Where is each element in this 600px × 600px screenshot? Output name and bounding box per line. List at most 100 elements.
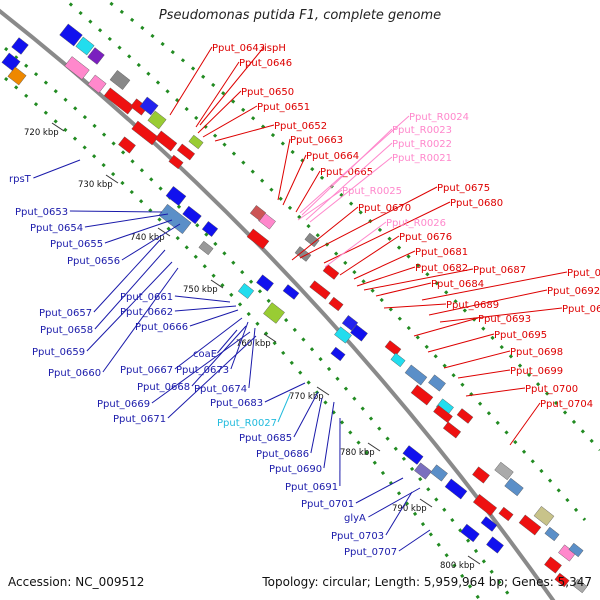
gene-label: Pput_0659 <box>32 347 85 358</box>
kbp-tick <box>367 442 381 452</box>
gene-feature <box>350 324 368 342</box>
label-callout <box>230 321 249 370</box>
gene-feature <box>328 296 344 312</box>
gene-label: Pput_0684 <box>431 279 484 290</box>
label-callout <box>84 213 169 228</box>
label-callout <box>398 529 431 552</box>
label-callout <box>413 317 479 337</box>
label-callout <box>69 210 163 213</box>
label-callout <box>291 206 359 261</box>
gene-label: Pput_0643 <box>212 43 265 54</box>
gene-label: Pput_0703 <box>331 531 384 542</box>
label-callout <box>301 128 393 216</box>
gene-feature <box>294 246 312 262</box>
gene-label: Pput_R0022 <box>392 139 452 150</box>
gene-feature <box>154 130 178 152</box>
gene-feature <box>87 47 105 65</box>
gene-label: glyA <box>344 513 366 524</box>
gene-feature <box>480 516 498 532</box>
gene-label: Pput_0668 <box>137 382 190 393</box>
label-callout <box>295 170 321 213</box>
gene-feature <box>533 506 555 526</box>
gene-label: Pput_R0025 <box>342 186 402 197</box>
gene-feature <box>237 283 255 299</box>
kbp-label: 730 kbp <box>78 180 113 190</box>
gene-label: Pput_0671 <box>113 414 166 425</box>
label-callout <box>33 159 81 179</box>
gene-label: Pput_0690 <box>269 464 322 475</box>
gene-label: Pput_0695 <box>494 330 547 341</box>
label-callout <box>439 307 563 323</box>
gene-label: Pput_0691 <box>285 482 338 493</box>
kbp-label: 770 kbp <box>289 392 324 402</box>
kbp-tick <box>419 498 433 508</box>
label-callout <box>363 268 474 291</box>
gene-feature <box>442 421 462 439</box>
gene-label: Pput_R0023 <box>392 125 452 136</box>
label-callout <box>339 235 400 276</box>
label-callout <box>189 309 239 327</box>
label-callout <box>297 189 343 221</box>
accession-text: Accession: NC_009512 <box>8 575 145 589</box>
label-callout <box>356 266 416 287</box>
kbp-tick <box>105 174 119 184</box>
label-callout <box>277 138 291 201</box>
gene-label: Pput_0701 <box>301 499 354 510</box>
label-callout <box>310 397 323 454</box>
label-callout <box>248 327 256 389</box>
label-callout <box>282 154 307 206</box>
gene-feature <box>518 514 542 536</box>
gene-label: Pput_R0027 <box>217 418 277 429</box>
gene-feature <box>456 408 474 424</box>
label-callout <box>214 124 275 142</box>
gene-feature <box>147 110 167 130</box>
gene-label: Pput_0680 <box>450 198 503 209</box>
gene-label: Pput_R0021 <box>392 153 452 164</box>
gene-label: Pput_0664 <box>306 151 359 162</box>
kbp-label: 750 kbp <box>183 285 218 295</box>
label-callout <box>151 331 251 404</box>
gene-label: Pput_0669 <box>97 399 150 410</box>
gene-feature <box>182 205 202 225</box>
gene-label: Pput_0666 <box>135 322 188 333</box>
gene-label: ispH <box>264 43 286 54</box>
kbp-tick <box>316 386 330 396</box>
gene-label: Pput_0663 <box>290 135 343 146</box>
gene-feature <box>201 221 219 237</box>
gene-feature <box>109 70 131 90</box>
label-callout <box>305 142 393 221</box>
gene-feature <box>1 52 21 72</box>
gene-feature <box>486 536 504 554</box>
gene-feature <box>256 274 274 292</box>
kbp-label: 740 kbp <box>130 233 165 243</box>
gene-feature <box>118 136 136 154</box>
label-callout <box>169 46 213 116</box>
label-callout <box>277 393 291 423</box>
gene-label: Pput_0675 <box>437 183 490 194</box>
label-callout <box>428 289 548 316</box>
gene-label: Pput_0682 <box>415 263 468 274</box>
label-callout <box>385 491 413 536</box>
gene-label: Pput_0652 <box>274 121 327 132</box>
label-callout <box>375 282 432 297</box>
gene-label: Pput_0646 <box>239 58 292 69</box>
label-callout <box>353 250 416 280</box>
label-callout <box>324 221 387 268</box>
kbp-label: 720 kbp <box>24 128 59 138</box>
kbp-tick <box>51 122 65 132</box>
label-callout <box>457 369 511 379</box>
label-callout <box>421 271 568 301</box>
gene-feature <box>572 578 588 594</box>
gene-label: Pput_0655 <box>50 239 103 250</box>
label-callout <box>443 350 511 369</box>
gene-feature <box>544 556 562 574</box>
genome-stats-text: Topology: circular; Length: 5,959,964 bp… <box>262 575 592 589</box>
gene-feature <box>249 205 267 221</box>
gene-label: Pput_0667 <box>120 365 173 376</box>
gene-label: Pput_0651 <box>257 102 310 113</box>
gene-feature <box>168 154 184 170</box>
gene-feature <box>158 203 192 235</box>
label-callout <box>174 305 237 312</box>
gene-label: Pput_0650 <box>241 87 294 98</box>
